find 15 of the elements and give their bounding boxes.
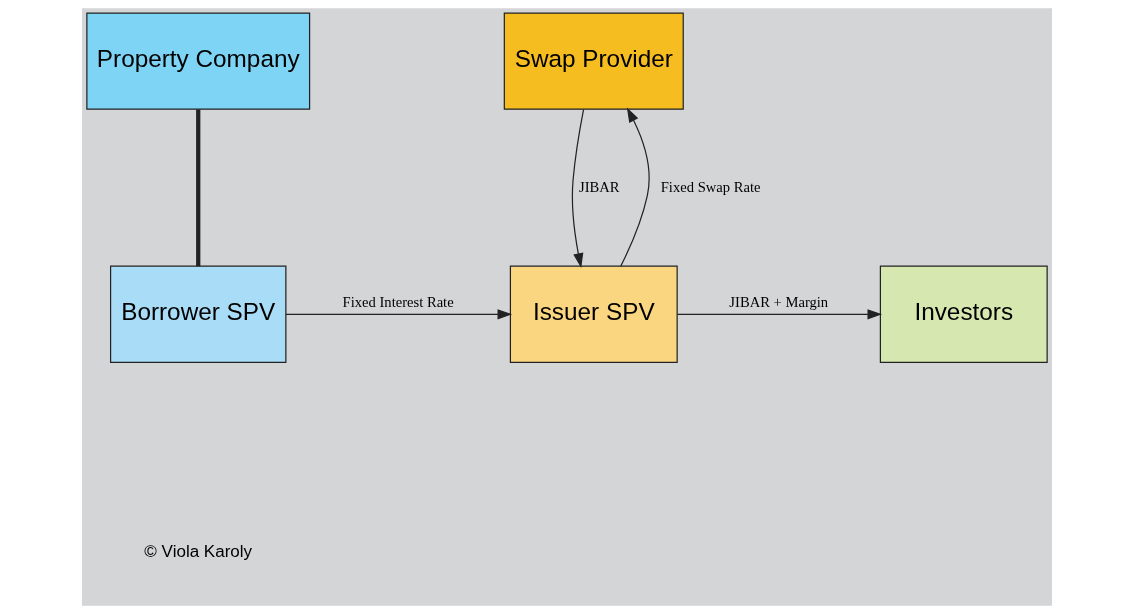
node-box: Issuer SPV (509, 265, 678, 363)
arrow (284, 309, 512, 320)
edge-label: JIBAR + Margin (728, 293, 828, 310)
arrow (571, 108, 584, 268)
edge-label: Fixed Swap Rate (660, 178, 760, 195)
edge-label: JIBAR (578, 178, 620, 195)
arrow (619, 107, 650, 267)
node-box: Property Company (85, 12, 310, 110)
connector (195, 109, 200, 267)
node-box: Investors (879, 265, 1048, 363)
label: © Viola Karoly (143, 542, 252, 562)
node-box: Borrower SPV (109, 265, 286, 363)
arrow (676, 309, 882, 320)
edge-label: Fixed Interest Rate (342, 293, 454, 310)
node-box: Swap Provider (503, 12, 684, 110)
